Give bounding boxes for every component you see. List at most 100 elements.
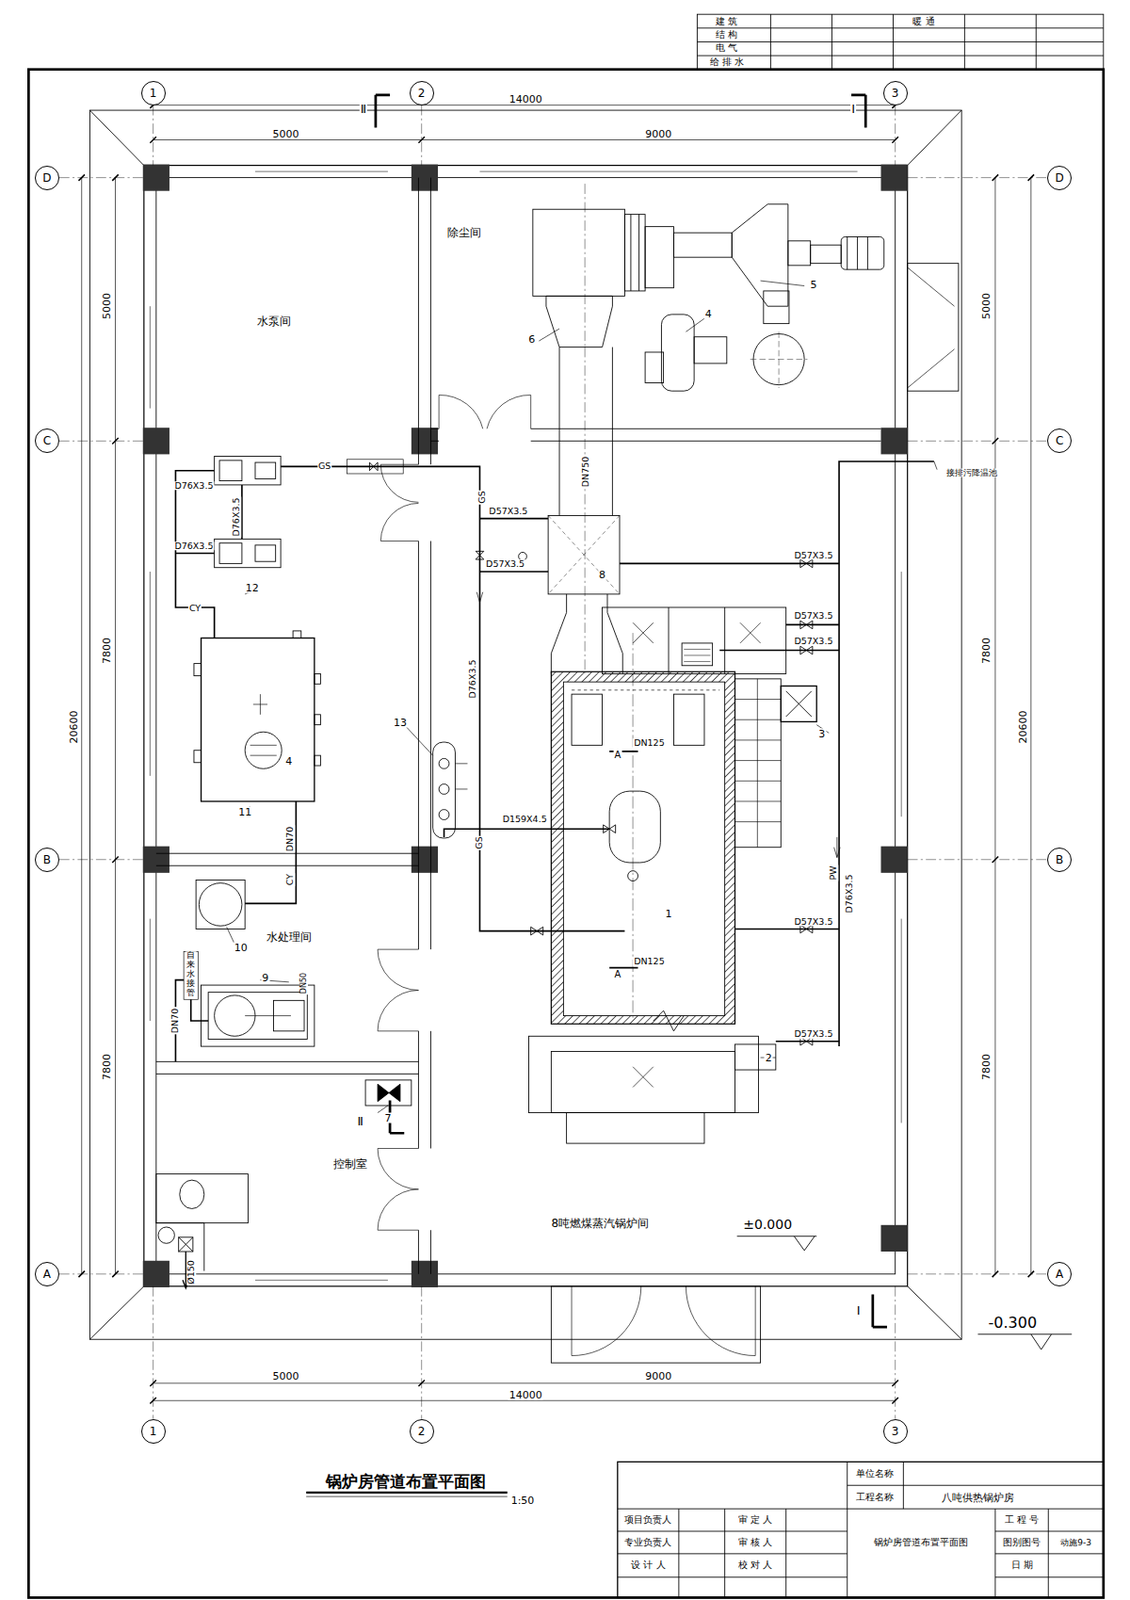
axis-label: C xyxy=(1055,435,1064,447)
drawing-title: 锅炉房管道布置平面图 xyxy=(324,1472,487,1489)
pipe-label: D76X3.5 xyxy=(468,658,478,699)
axis-label: A xyxy=(1055,1268,1064,1280)
grid-axis-bubble: 3 xyxy=(883,80,908,106)
grid-axis-bubble: A xyxy=(1047,1261,1072,1287)
callout-number: 13 xyxy=(392,717,408,728)
grid-axis-bubble: C xyxy=(34,428,60,453)
section-mark: Ⅰ xyxy=(850,101,856,114)
grid-axis-bubble: B xyxy=(1047,847,1072,872)
pipe-label: D76X3.5 xyxy=(173,541,214,551)
room-name: 除尘间 xyxy=(445,226,484,239)
table-cell: 锅炉房管道布置平面图 xyxy=(872,1537,969,1548)
pipe-label: DN125 xyxy=(632,956,666,967)
pipe-label: D57X3.5 xyxy=(792,550,834,561)
grid-axis-bubble: 2 xyxy=(409,1419,435,1444)
grid-axis-bubble: 3 xyxy=(883,1419,908,1444)
dimension-text: 7800 xyxy=(981,636,992,665)
callout-number: 7 xyxy=(383,1112,392,1123)
table-cell: 专业负责人 xyxy=(623,1537,673,1548)
elevation-mark: -0.300 xyxy=(987,1315,1039,1331)
callout-number: 10 xyxy=(233,941,249,953)
table-cell: 暖 通 xyxy=(911,16,936,27)
axis-label: 1 xyxy=(149,1425,158,1437)
axis-label: 2 xyxy=(418,87,426,99)
axis-label: D xyxy=(1055,172,1065,184)
section-mark: Ⅱ xyxy=(359,101,368,114)
room-area: 除尘间 xyxy=(430,190,888,427)
axis-label: 3 xyxy=(891,1425,900,1437)
dimension-text: 9000 xyxy=(644,1371,673,1382)
pipe-label: D76X3.5 xyxy=(173,481,214,491)
table-cell: 工 程 号 xyxy=(1003,1515,1040,1525)
callout-number: 9 xyxy=(260,972,270,984)
table-cell: 审 核 人 xyxy=(737,1537,774,1548)
axis-label: B xyxy=(1055,854,1064,866)
room-area: 水处理间 xyxy=(161,867,417,1060)
dimension-text: 7800 xyxy=(100,1052,112,1082)
dimension-text: 7800 xyxy=(100,636,112,665)
callout-number: 4 xyxy=(284,755,293,766)
pipe-label: D57X3.5 xyxy=(792,1029,834,1039)
note-text: 自来水接管 xyxy=(185,951,196,998)
grid-axis-bubble: B xyxy=(34,847,60,872)
callout-number: 5 xyxy=(808,279,818,291)
grid-axis-bubble: 2 xyxy=(409,80,435,106)
axis-label: B xyxy=(43,854,51,866)
axis-label: 3 xyxy=(891,87,900,99)
callout-number: 6 xyxy=(527,333,536,344)
room-name: 控制室 xyxy=(331,1158,370,1170)
room-name: 水泵间 xyxy=(255,315,293,327)
table-cell: 图别图号 xyxy=(1001,1537,1042,1548)
pipe-label: CY xyxy=(285,872,295,887)
table-cell: 八吨供热锅炉房 xyxy=(940,1492,1016,1503)
grid-axis-bubble: C xyxy=(1047,428,1072,453)
note-text: 接排污降温池 xyxy=(945,468,999,477)
dimension-text: 5000 xyxy=(272,129,301,140)
dimension-text: 14000 xyxy=(508,94,544,105)
dimension-text: 5000 xyxy=(981,291,992,321)
axis-label: D xyxy=(42,172,51,184)
pipe-label: D57X3.5 xyxy=(484,560,526,570)
table-cell: 项目负责人 xyxy=(623,1515,673,1525)
room-area: 水泵间 xyxy=(161,190,417,852)
pipe-label: GS xyxy=(317,462,332,472)
pipe-label: GS xyxy=(477,489,487,504)
callout-number: 11 xyxy=(237,806,253,817)
callout-number: 4 xyxy=(704,307,713,319)
section-mark: Ⅰ xyxy=(855,1303,862,1316)
pipe-label: D57X3.5 xyxy=(792,636,834,646)
callout-number: 2 xyxy=(764,1052,774,1064)
pipe-label: D57X3.5 xyxy=(792,917,834,927)
table-cell: 日 期 xyxy=(1010,1560,1034,1570)
callout-number: A xyxy=(613,750,622,760)
pipe-label: DN50 xyxy=(300,971,308,995)
table-cell: 设 计 人 xyxy=(629,1560,666,1570)
axis-label: C xyxy=(43,435,51,447)
dimension-text: 14000 xyxy=(508,1388,544,1400)
section-mark: Ⅱ xyxy=(355,1114,364,1128)
pipe-label: D159X4.5 xyxy=(501,815,549,825)
pipe-label: D57X3.5 xyxy=(487,506,529,517)
room-area: 控制室 xyxy=(161,1076,417,1267)
elevation-mark: ±0.000 xyxy=(742,1217,793,1231)
pipe-label: DN70 xyxy=(285,825,295,854)
callout-number: 12 xyxy=(244,582,260,594)
dimension-text: 9000 xyxy=(644,129,673,140)
grid-axis-bubble: 1 xyxy=(141,1419,166,1444)
dimension-text: 20600 xyxy=(1017,709,1029,744)
table-cell: 动施9-3 xyxy=(1059,1537,1093,1547)
dimension-text: 5000 xyxy=(100,291,112,321)
pipe-label: GS xyxy=(475,836,485,851)
scale-text: 1:50 xyxy=(510,1495,536,1506)
table-cell: 结 构 xyxy=(714,30,739,40)
pipe-label: CY xyxy=(188,603,202,614)
pipe-label: D76X3.5 xyxy=(232,496,243,537)
pipe-label: D76X3.5 xyxy=(844,872,855,914)
pipe-label: DN70 xyxy=(171,1007,181,1035)
callout-number: 1 xyxy=(664,908,674,920)
axis-label: A xyxy=(43,1268,51,1280)
pipe-label: DN125 xyxy=(632,738,666,748)
callout-number: 3 xyxy=(817,728,826,740)
pipe-label: Ø150 xyxy=(186,1259,196,1286)
